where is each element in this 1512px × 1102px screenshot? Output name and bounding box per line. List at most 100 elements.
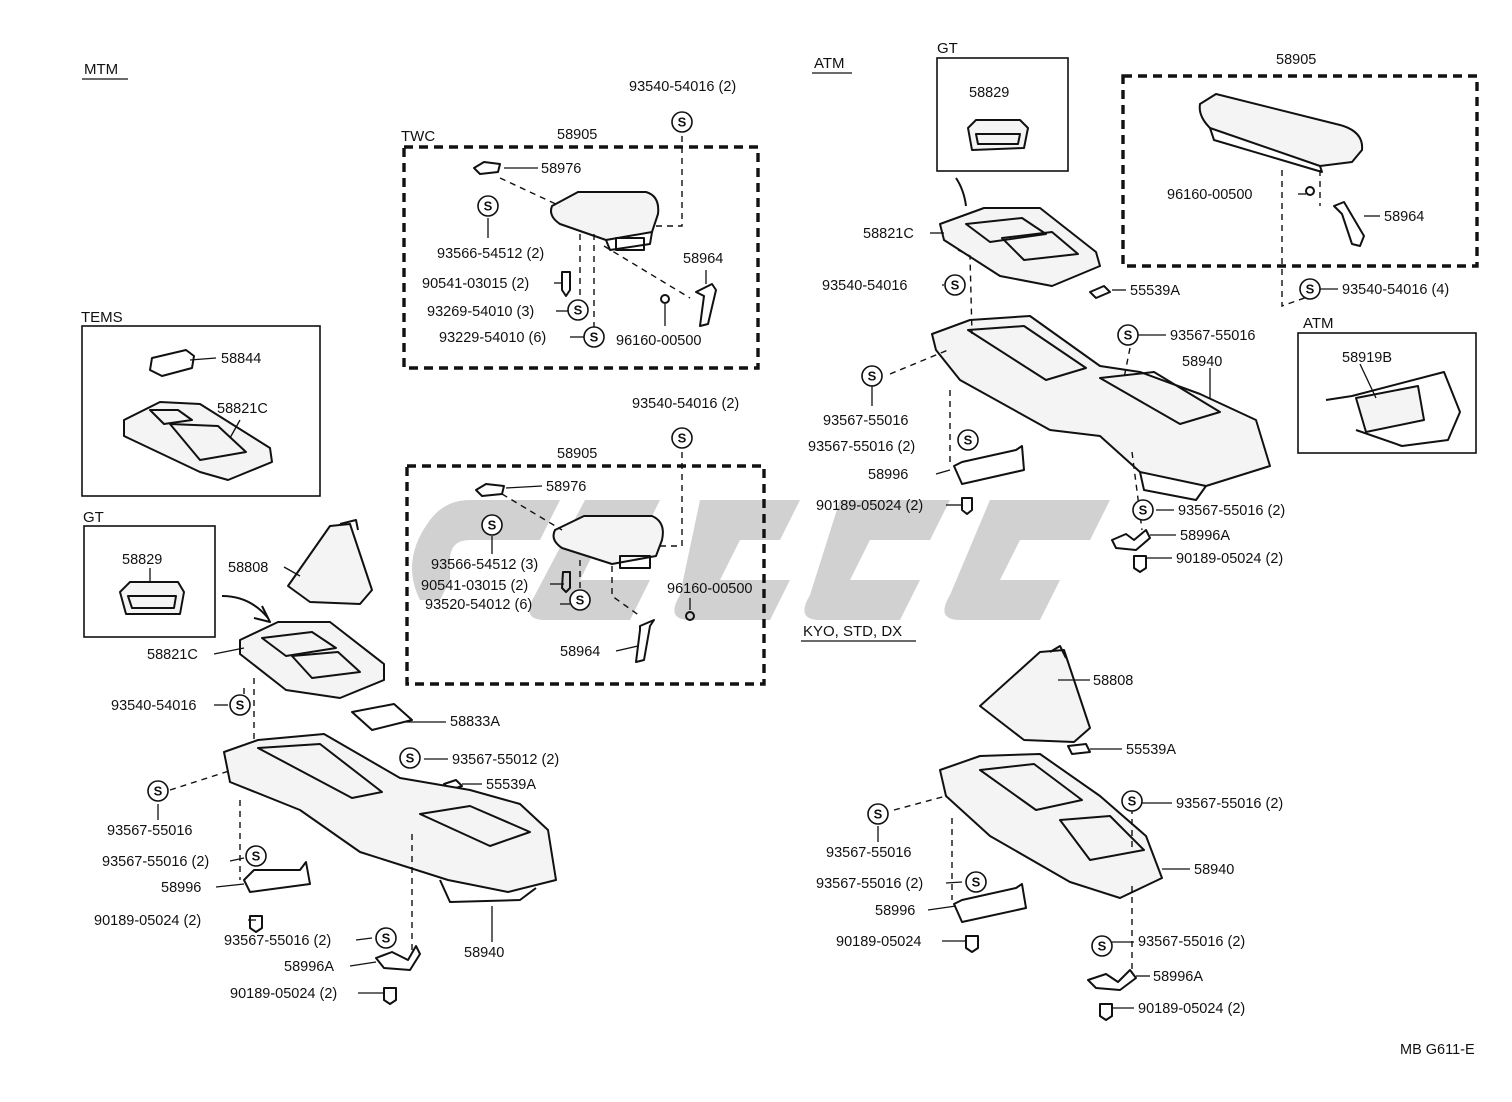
label-58964-mid: 58964 — [560, 644, 600, 660]
screw-symbol-letter: S — [1124, 328, 1133, 343]
screw-symbol-letter: S — [236, 698, 245, 713]
section-gt-right: GT — [937, 40, 958, 57]
label-58996-kyo: 58996 — [875, 903, 915, 919]
bolt-mid — [561, 571, 571, 593]
screw-symbol-letter: S — [484, 199, 493, 214]
section-tems: TEMS — [81, 309, 123, 326]
tems-switch-58844 — [149, 349, 195, 377]
screw-symbol-letter: S — [1306, 282, 1315, 297]
label-93567-55016-right-1: 93567-55016 — [1170, 328, 1255, 344]
label-93540-54016-atm: 93540-54016 (4) — [1342, 282, 1449, 298]
bracket-58996a-kyo — [1087, 969, 1137, 991]
screw-symbol-circle — [375, 927, 397, 949]
bracket-58996a-left — [375, 945, 421, 971]
label-93567-55012: 93567-55012 (2) — [452, 752, 559, 768]
armrest-lid-atm — [1198, 93, 1364, 173]
bracket-58996a-right — [1111, 529, 1151, 551]
label-90189-05024-left-2: 90189-05024 (2) — [230, 986, 337, 1002]
label-90189-05024-right-1: 90189-05024 (2) — [816, 498, 923, 514]
label-58905-atm: 58905 — [1276, 52, 1316, 68]
bracket-58996-left — [243, 861, 311, 893]
bracket-58996-kyo — [953, 883, 1027, 923]
screw-symbol-circle — [867, 803, 889, 825]
tems-bezel-58821c — [123, 401, 273, 481]
label-58996-right: 58996 — [868, 467, 908, 483]
screw-symbol-letter: S — [678, 431, 687, 446]
console-58940-kyo — [939, 753, 1163, 899]
label-93269-54010: 93269-54010 (3) — [427, 304, 534, 320]
label-93567-55016-kyo-1: 93567-55016 (2) — [1176, 796, 1283, 812]
screw-symbol-letter: S — [406, 751, 415, 766]
armrest-catch-twc — [473, 161, 501, 175]
screw-symbol-circle — [583, 326, 605, 348]
label-93540-54016-twc: 93540-54016 (2) — [629, 79, 736, 95]
label-93567-55016-right-2: 93567-55016 — [823, 413, 908, 429]
screw-90189-right-2 — [1133, 555, 1147, 573]
section-atm-box: ATM — [1303, 315, 1334, 332]
clip-55539a-right — [1089, 285, 1111, 299]
label-58964-atm: 58964 — [1384, 209, 1424, 225]
screw-symbol-circle — [569, 589, 591, 611]
screw-90189-right-1 — [961, 497, 973, 515]
console-58940-right — [931, 315, 1271, 501]
console-58940-left — [223, 733, 557, 903]
label-93567-55016-right-4: 93567-55016 (2) — [1178, 503, 1285, 519]
screw-symbol-circle — [671, 427, 693, 449]
screw-symbol-circle — [477, 195, 499, 217]
nut-atm — [1305, 186, 1315, 196]
screw-symbol-circle — [1299, 278, 1321, 300]
screw-symbol-letter: S — [1128, 794, 1137, 809]
label-93520-54012: 93520-54012 (6) — [425, 597, 532, 613]
screw-symbol-letter: S — [678, 115, 687, 130]
screw-symbol-circle — [957, 429, 979, 451]
label-58964-twc: 58964 — [683, 251, 723, 267]
label-58905-mid: 58905 — [557, 446, 597, 462]
section-mtm: MTM — [84, 61, 118, 78]
arrow-gt-left — [221, 595, 269, 619]
shift-boot-58808-right — [979, 645, 1091, 743]
screw-symbol-letter: S — [154, 784, 163, 799]
label-58996-left: 58996 — [161, 880, 201, 896]
screw-symbol-letter: S — [590, 330, 599, 345]
screw-symbol-letter: S — [1139, 503, 1148, 518]
screw-symbol-letter: S — [874, 807, 883, 822]
label-58821c-left: 58821C — [147, 647, 198, 663]
ashtray-58829-left — [119, 581, 185, 615]
label-93567-55016-right-3: 93567-55016 (2) — [808, 439, 915, 455]
assembly-lines — [169, 136, 1321, 970]
shift-boot-58808-left — [287, 519, 373, 605]
screw-symbol-circle — [1132, 499, 1154, 521]
section-kyo-std-dx: KYO, STD, DX — [803, 623, 902, 640]
screw-90189-kyo-2 — [1099, 1003, 1113, 1021]
label-90189-05024-right-2: 90189-05024 (2) — [1176, 551, 1283, 567]
atm-box — [1297, 332, 1477, 454]
arrow-gt-right — [955, 177, 967, 207]
clip-55539a-kyo — [1067, 743, 1091, 755]
label-96160-00500-mid: 96160-00500 — [667, 581, 752, 597]
nut-mid — [685, 611, 695, 621]
bracket-58996-right — [953, 445, 1025, 485]
label-93567-55016-kyo-4: 93567-55016 (2) — [1138, 934, 1245, 950]
label-93540-54016-right: 93540-54016 — [822, 278, 907, 294]
screw-symbol-letter: S — [951, 278, 960, 293]
gt-box-right — [936, 57, 1069, 172]
label-58976-mid: 58976 — [546, 479, 586, 495]
screw-symbol-letter: S — [868, 369, 877, 384]
label-58940-right: 58940 — [1182, 354, 1222, 370]
screw-symbol-circle — [481, 514, 503, 536]
label-93567-55016-left-2: 93567-55016 (2) — [102, 854, 209, 870]
screw-symbol-circle — [861, 365, 883, 387]
bezel-58821c-right — [939, 207, 1101, 287]
screw-symbol-letter: S — [576, 593, 585, 608]
label-58940-kyo: 58940 — [1194, 862, 1234, 878]
screw-symbol-circle — [1117, 324, 1139, 346]
label-93567-55016-kyo-2: 93567-55016 — [826, 845, 911, 861]
label-58808-left: 58808 — [228, 560, 268, 576]
label-58829-left: 58829 — [122, 552, 162, 568]
atm-armrest-group — [1121, 74, 1479, 268]
label-93567-55016-left-3: 93567-55016 (2) — [224, 933, 331, 949]
label-96160-00500-atm: 96160-00500 — [1167, 187, 1252, 203]
section-gt-left: GT — [83, 509, 104, 526]
